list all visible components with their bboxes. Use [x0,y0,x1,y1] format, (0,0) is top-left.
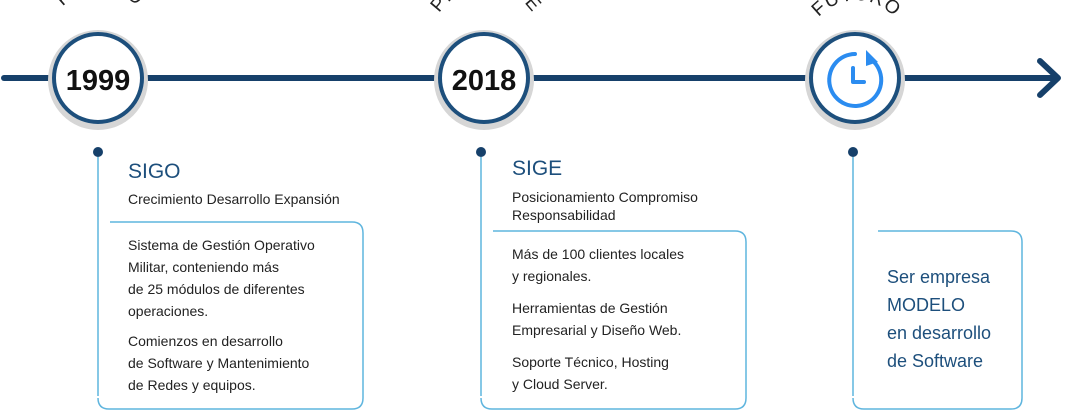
sige-paragraph-1: Más de 100 clientes locales y regionales… [512,246,684,284]
milestone-circle-presente: 2018 [434,30,534,130]
connector-dot-2 [476,147,486,157]
label-futuro: FUTURO [808,0,905,21]
label-presente: PRESENTE [427,0,546,16]
connector-dot-3 [848,147,858,157]
timeline-arrowhead [1037,58,1061,98]
futuro-statement: Ser empresa MODELO en desarrollo de Soft… [887,267,992,371]
section-title-sige: SIGE [512,157,563,180]
clock-refresh-icon [827,50,884,108]
connector-dot-1 [93,147,103,157]
label-pasado: PASADO [52,0,148,10]
sigo-paragraph-1: Sistema de Gestión Operativo Militar, co… [128,237,315,319]
section-title-sigo: SIGO [128,160,181,183]
sige-paragraph-3: Soporte Técnico, Hosting y Cloud Server. [512,354,669,392]
section-subtitle-sige: Posicionamiento Compromiso Responsabilid… [512,189,698,223]
card-box-3 [852,230,1023,410]
card-box-2 [480,230,747,410]
milestone-circle-futuro [805,30,905,130]
milestone-circle-pasado: 1999 [48,30,148,130]
card-box-1 [97,221,364,410]
section-subtitle-sigo: Crecimiento Desarrollo Expansión [128,191,340,207]
sigo-paragraph-2: Comienzos en desarrollo de Software y Ma… [128,333,310,393]
sige-paragraph-2: Herramientas de Gestión Empresarial y Di… [512,300,682,338]
year-1999: 1999 [66,65,131,97]
year-2018: 2018 [452,65,517,97]
